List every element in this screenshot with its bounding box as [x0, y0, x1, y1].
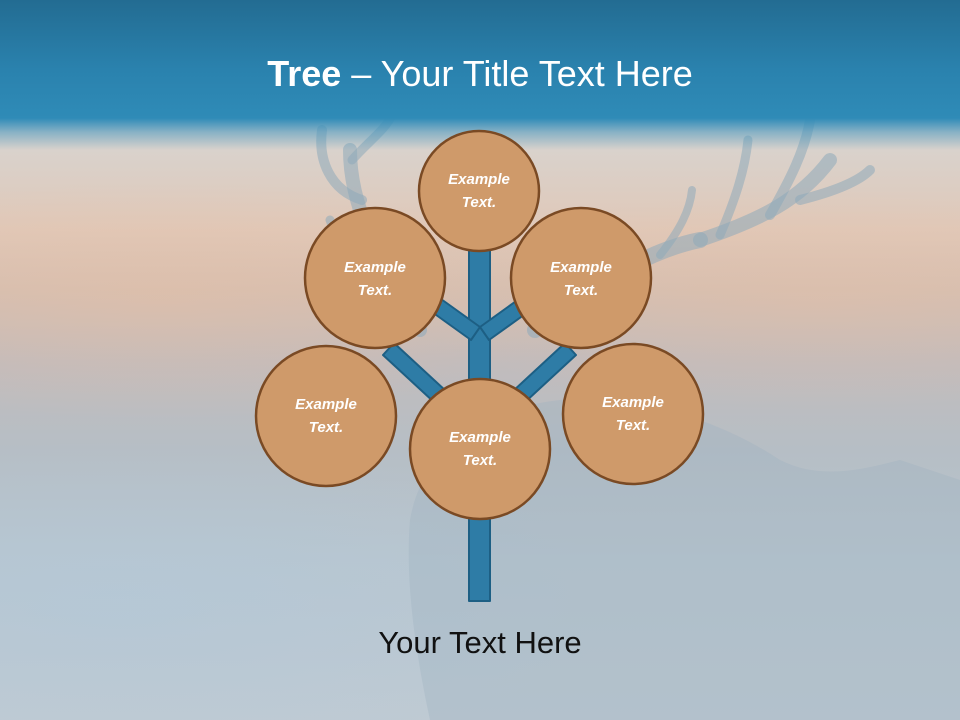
title-bold: Tree [267, 53, 342, 94]
node-upper-right-line2: Text. [563, 282, 599, 299]
node-top-label: Example Text. [419, 168, 539, 214]
node-center [408, 377, 552, 521]
node-top-line1: Example [448, 171, 510, 188]
node-upper-left [303, 206, 447, 350]
node-center-line2: Text. [462, 452, 498, 469]
node-lower-right-line2: Text. [615, 417, 651, 434]
node-upper-right [509, 206, 653, 350]
node-upper-right-line1: Example [550, 259, 612, 276]
node-center-label: Example Text. [420, 426, 540, 472]
node-top-line2: Text. [461, 194, 497, 211]
node-lower-left-line1: Example [295, 396, 357, 413]
node-center-line1: Example [449, 429, 511, 446]
title-rest: – Your Title Text Here [341, 53, 693, 94]
node-upper-right-label: Example Text. [521, 256, 641, 302]
node-lower-right [561, 342, 705, 486]
slide-title: Tree – Your Title Text Here [0, 52, 960, 96]
node-upper-left-label: Example Text. [315, 256, 435, 302]
node-lower-left [254, 344, 398, 488]
node-lower-right-line1: Example [602, 394, 664, 411]
title-bar [0, 0, 960, 150]
node-lower-right-label: Example Text. [573, 391, 693, 437]
node-lower-left-line2: Text. [308, 419, 344, 436]
node-top [417, 129, 541, 253]
node-lower-left-label: Example Text. [266, 393, 386, 439]
footer-text: Your Text Here [378, 625, 582, 660]
node-upper-left-line2: Text. [357, 282, 393, 299]
node-upper-left-line1: Example [344, 259, 406, 276]
